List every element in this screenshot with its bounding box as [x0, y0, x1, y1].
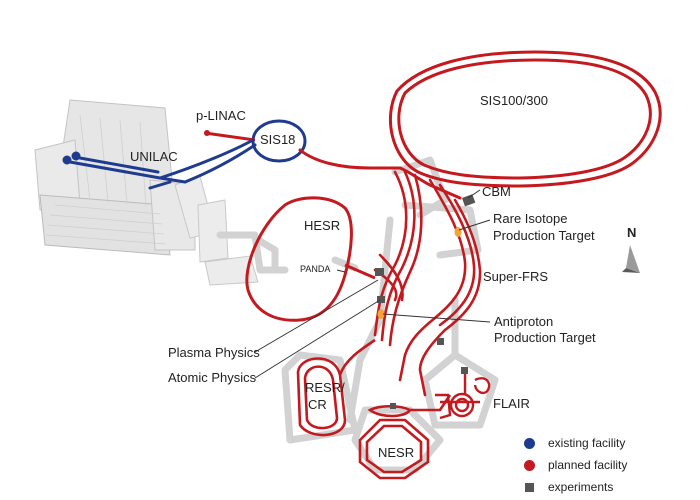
label-production-target-2: Production Target	[494, 330, 596, 345]
label-antiproton: Antiproton	[494, 314, 554, 329]
legend: existing facility planned facility exper…	[524, 432, 627, 498]
label-plasma-physics: Plasma Physics	[168, 345, 260, 360]
legend-item-experiments: experiments	[524, 476, 627, 498]
label-panda: PANDA	[300, 264, 331, 274]
hesr-link	[344, 263, 376, 280]
label-resr: RESR/	[305, 380, 345, 395]
sis100-ring	[389, 50, 662, 188]
label-hesr: HESR	[304, 218, 341, 233]
north-arrow-icon	[622, 245, 640, 273]
legend-item-planned: planned facility	[524, 454, 627, 476]
label-north: N	[627, 225, 637, 240]
unilac-beamline	[62, 138, 257, 190]
label-rare-isotope: Rare Isotope	[493, 211, 568, 226]
label-cr: CR	[308, 397, 327, 412]
label-sis18: SIS18	[260, 132, 296, 147]
experiment-markers	[375, 194, 476, 409]
nesr-ring	[358, 394, 452, 480]
hesr-ring	[245, 196, 353, 322]
label-flair: FLAIR	[493, 396, 530, 411]
legend-item-existing: existing facility	[524, 432, 627, 454]
label-cbm: CBM	[482, 184, 511, 199]
blue-dot-icon	[524, 437, 535, 449]
flair-rings	[435, 372, 491, 420]
label-production-target-1: Production Target	[493, 228, 595, 243]
resr-cr-ring	[296, 338, 376, 437]
red-dot-icon	[524, 459, 535, 471]
p-linac-line	[204, 130, 256, 142]
legend-label-existing: existing facility	[548, 436, 626, 450]
label-super-frs: Super-FRS	[483, 269, 549, 284]
label-sis100: SIS100/300	[480, 93, 548, 108]
label-atomic-physics: Atomic Physics	[168, 370, 257, 385]
legend-label-experiments: experiments	[548, 480, 614, 494]
legend-label-planned: planned facility	[548, 458, 628, 472]
unilac-buildings	[34, 99, 259, 286]
callout-lines	[254, 189, 491, 379]
label-unilac: UNILAC	[130, 149, 178, 164]
super-frs-beamlines	[373, 170, 482, 397]
label-p-linac: p-LINAC	[196, 108, 246, 123]
label-nesr: NESR	[378, 445, 415, 460]
production-targets	[377, 227, 462, 319]
gray-square-icon	[525, 482, 534, 492]
